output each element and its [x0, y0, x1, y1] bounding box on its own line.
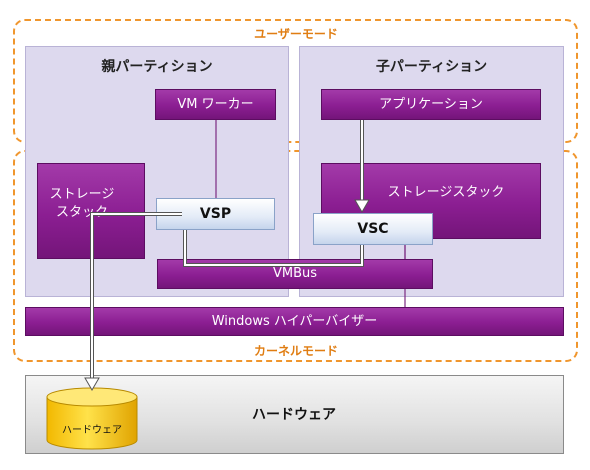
- vsp-to-disk-path: [84, 212, 182, 391]
- disk-arrow-head: [84, 377, 100, 391]
- parent-partition-title: 親パーティション: [101, 59, 213, 75]
- vsc-box: VSC: [313, 213, 433, 245]
- user-mode-label: ユーザーモード: [250, 25, 342, 42]
- hardware-label: ハードウェア: [252, 407, 336, 423]
- child-storage-stack-label: ストレージスタック: [387, 185, 505, 200]
- child-partition-title: 子パーティション: [375, 59, 488, 75]
- vsc-arrow-head: [354, 199, 370, 213]
- windows-hypervisor-box: Windows ハイパーバイザー: [25, 307, 564, 336]
- parent-storage-stack-label: ストレージ スタック: [49, 187, 115, 220]
- kernel-mode-label: カーネルモード: [249, 342, 343, 359]
- vsc-to-vsp-path: [183, 230, 364, 267]
- vm-worker-box: VM ワーカー: [155, 89, 276, 120]
- hardware-disk-icon: [46, 387, 138, 450]
- user-mode-region: [13, 19, 578, 143]
- application-to-vsc-path: [354, 120, 370, 213]
- disk-label: ハードウェア: [62, 425, 122, 436]
- application-box: アプリケーション: [321, 89, 541, 120]
- kernel-mode-region: [13, 150, 578, 362]
